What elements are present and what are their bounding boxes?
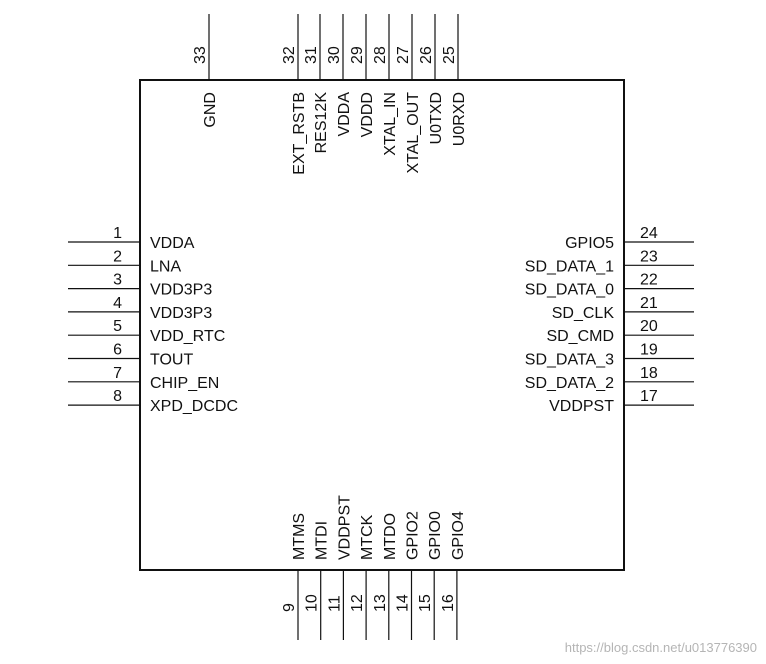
pin-number: 19 — [640, 342, 658, 359]
pin-number: 7 — [113, 365, 122, 382]
pin-label: VDD_RTC — [150, 328, 225, 345]
pin-number: 11 — [326, 595, 343, 612]
pin-label: VDDPST — [549, 398, 614, 415]
pin-label: SD_DATA_2 — [525, 375, 614, 392]
pin-label: XPD_DCDC — [150, 398, 238, 415]
pin-label: VDD3P3 — [150, 305, 212, 322]
pin-number: 15 — [417, 594, 434, 612]
pin-number: 21 — [640, 295, 658, 312]
pin-label: RES12K — [313, 92, 330, 154]
pin-label: SD_CLK — [552, 305, 615, 322]
pin-label: SD_DATA_1 — [525, 258, 614, 275]
pin-label: TOUT — [150, 352, 193, 369]
pin-number: 17 — [640, 388, 658, 405]
pin-number: 3 — [113, 272, 122, 289]
pin-number: 14 — [395, 594, 412, 612]
pin-label: GPIO0 — [427, 511, 444, 560]
pin-label: SD_CMD — [546, 328, 614, 345]
pin-number: 12 — [349, 594, 366, 612]
pin-number: 5 — [113, 318, 122, 335]
pin-number: 25 — [441, 46, 458, 64]
pin-number: 27 — [395, 46, 412, 64]
pin-number: 18 — [640, 365, 658, 382]
pin-label: MTDO — [382, 513, 399, 560]
pin-number: 2 — [113, 248, 122, 265]
pin-number: 22 — [640, 272, 658, 289]
pin-number: 30 — [326, 46, 343, 64]
pin-number: 32 — [281, 46, 298, 64]
bottom-pin-group: 9 MTMS 10 MTDI 11 VDDPST 12 MTCK 13 MTDO 14 GPIO2 15… — [281, 495, 467, 640]
pin-number: 29 — [349, 46, 366, 64]
pin-label: CHIP_EN — [150, 375, 219, 392]
pin-label: SD_DATA_3 — [525, 352, 614, 369]
pin-label: GPIO5 — [565, 235, 614, 252]
pin-number: 16 — [440, 594, 457, 612]
pin-label: XTAL_OUT — [405, 92, 422, 174]
pin-number: 10 — [304, 594, 321, 612]
pin-label: U0RXD — [451, 92, 468, 146]
pin-number: 23 — [640, 248, 658, 265]
pin-number: 6 — [113, 342, 122, 359]
pin-label: GPIO4 — [450, 511, 467, 560]
watermark: https://blog.csdn.net/u013776390 — [565, 640, 757, 655]
pin-label: VDDA — [336, 92, 353, 137]
pin-number: 13 — [372, 594, 389, 612]
pin-label: GPIO2 — [405, 511, 422, 560]
pin-label: LNA — [150, 258, 181, 275]
pin-label: U0TXD — [428, 92, 445, 144]
pin-label: EXT_RSTB — [291, 92, 308, 175]
chip-body — [139, 79, 625, 571]
pin-number: 8 — [113, 388, 122, 405]
pin-number: 1 — [113, 225, 122, 242]
pin-label: MTMS — [291, 513, 308, 560]
pin-label: MTCK — [359, 514, 376, 560]
pin-label: VDDPST — [336, 495, 353, 560]
pin-label: VDDA — [150, 235, 195, 252]
pin-label: XTAL_IN — [382, 92, 399, 156]
pin-label: SD_DATA_0 — [525, 282, 614, 299]
pin-label: VDD3P3 — [150, 282, 212, 299]
pin-label: GND — [202, 92, 219, 128]
pin-number: 20 — [640, 318, 658, 335]
pin-label: MTDI — [314, 521, 331, 560]
pin-number: 4 — [113, 295, 122, 312]
pin-number: 31 — [303, 46, 320, 64]
pin-label: VDDD — [359, 92, 376, 137]
pin-number: 24 — [640, 225, 658, 242]
pin-number: 9 — [281, 603, 298, 612]
pin-number: 33 — [192, 46, 209, 64]
pin-number: 28 — [372, 46, 389, 64]
pin-number: 26 — [418, 46, 435, 64]
left-pin-group: 1VDDA2LNA3VDD3P34VDD3P35VDD_RTC6TOUT7CHI… — [68, 225, 238, 415]
